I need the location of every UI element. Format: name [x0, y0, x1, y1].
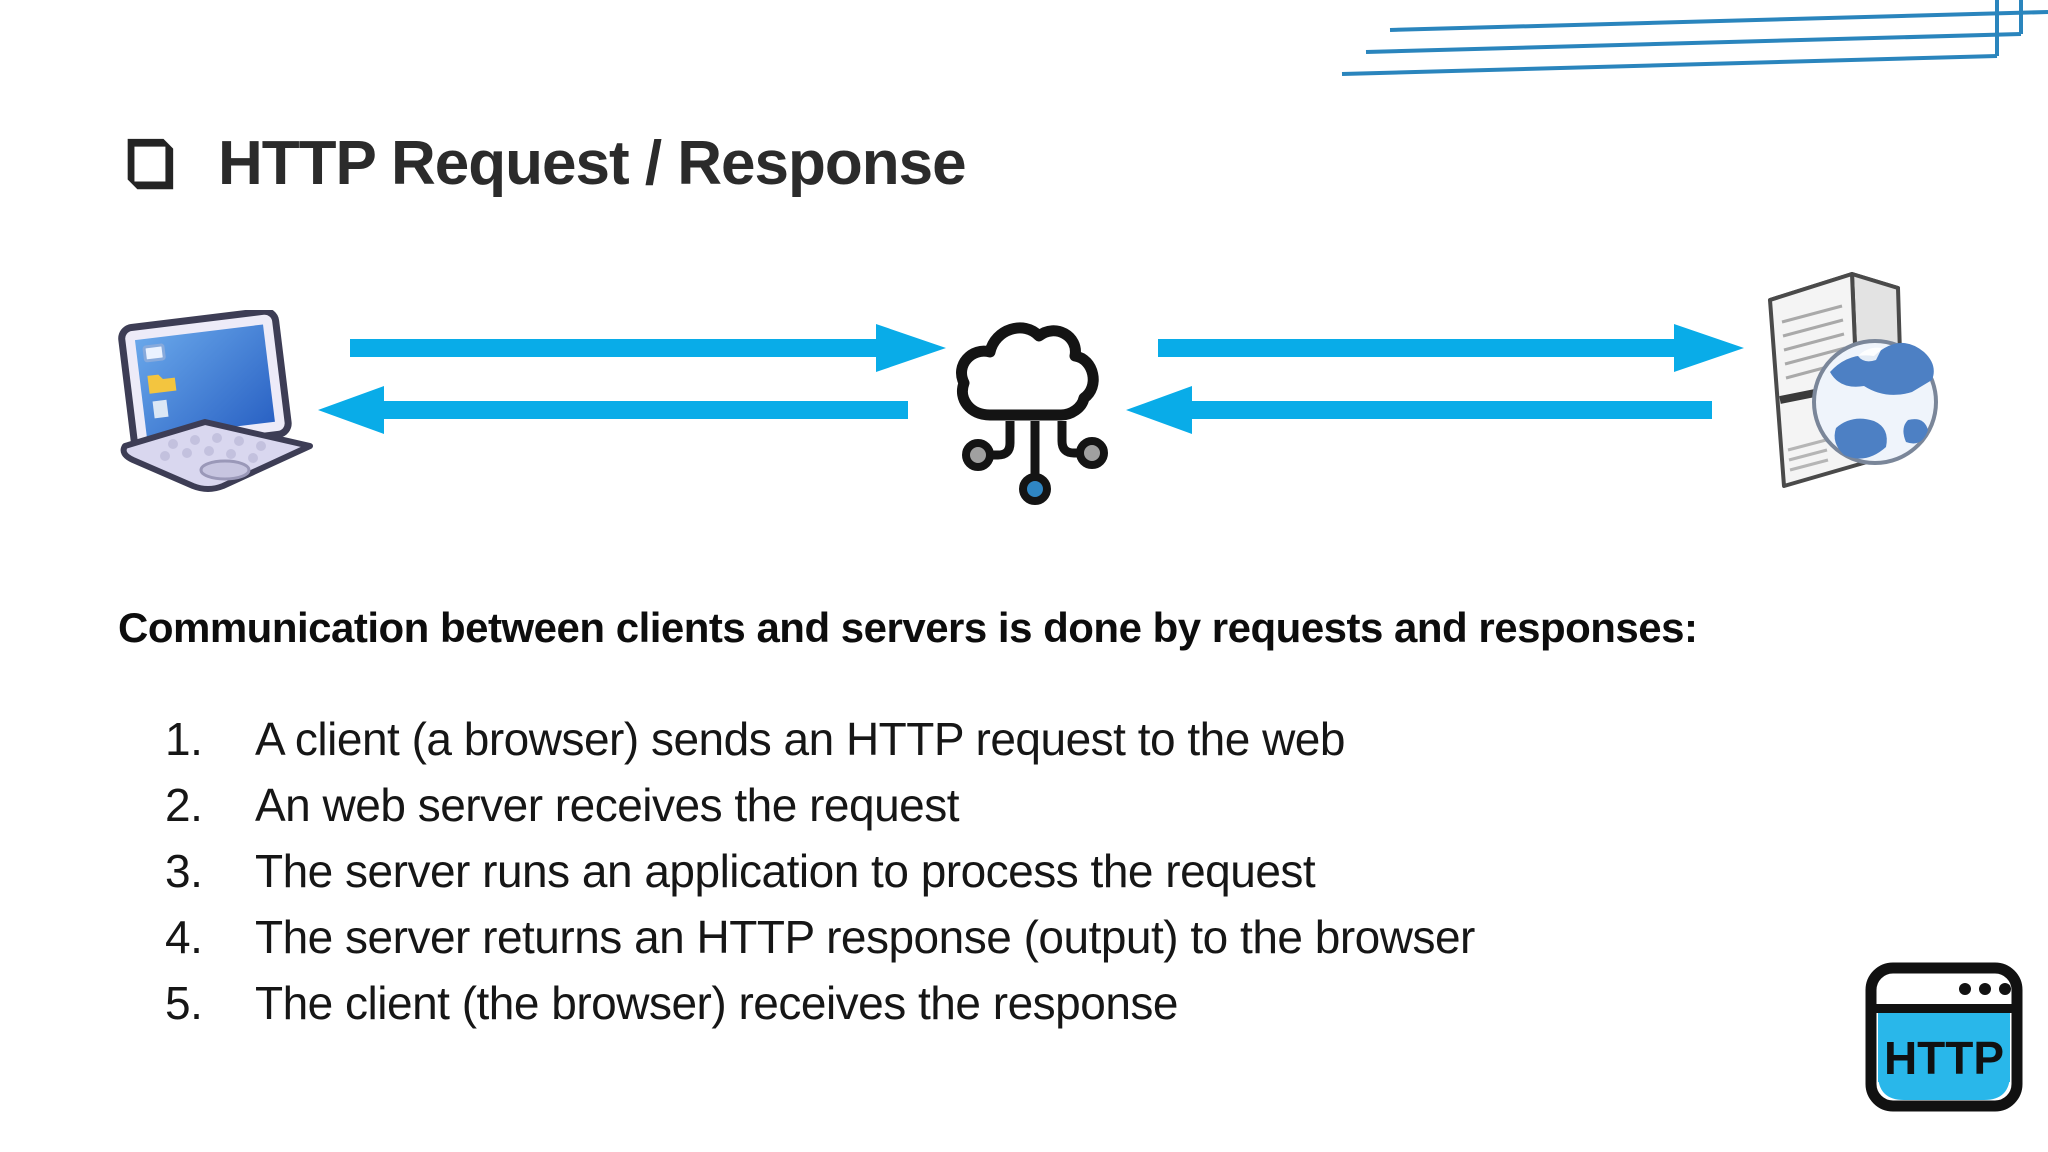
list-number: 2.: [165, 779, 203, 831]
list-text: The server runs an application to proces…: [255, 845, 1316, 897]
web-server-icon: [1768, 272, 1938, 488]
list-number: 1.: [165, 713, 203, 765]
page-title: HTTP Request / Response: [218, 129, 967, 198]
http-browser-badge: HTTP: [1865, 962, 2023, 1112]
list-text: The server returns an HTTP response (out…: [255, 911, 1475, 963]
list-text: The client (the browser) receives the re…: [255, 977, 1179, 1029]
laptop-screen: [118, 310, 292, 455]
list-item: 5. The client (the browser) receives the…: [165, 970, 1475, 1036]
cloud-right-link: [1057, 421, 1082, 458]
list-item: 1. A client (a browser) sends an HTTP re…: [165, 706, 1475, 772]
cloud-node-left: [962, 439, 994, 471]
request-arrow-client-to-cloud: [350, 324, 946, 372]
list-item: 2. An web server receives the request: [165, 772, 1475, 838]
list-item: 4. The server returns an HTTP response (…: [165, 904, 1475, 970]
desktop-recycle-bin-icon: [152, 399, 169, 419]
desktop-computer-icon: [142, 343, 166, 363]
badge-label: HTTP: [1884, 1032, 2004, 1084]
list-number: 5.: [165, 977, 203, 1029]
cloud-node-right: [1076, 437, 1108, 469]
list-text: An web server receives the request: [255, 779, 960, 831]
request-response-diagram: [0, 0, 2048, 560]
list-number: 4.: [165, 911, 203, 963]
network-cloud-icon: [956, 322, 1108, 505]
ballot-square-icon: [127, 138, 174, 189]
title-row: HTTP Request / Response: [118, 128, 967, 199]
badge-titlebar-divider: [1876, 1004, 2012, 1013]
lead-sentence: Communication between clients and server…: [118, 604, 1698, 651]
laptop-touchpad: [199, 459, 251, 481]
globe-icon: [1812, 339, 1938, 465]
desktop-folder-icon: [147, 374, 177, 394]
request-arrow-cloud-to-server: [1158, 324, 1744, 372]
corner-lines-decoration: [1341, 0, 2048, 76]
list-item: 3. The server runs an application to pro…: [165, 838, 1475, 904]
steps-list: 1. A client (a browser) sends an HTTP re…: [165, 706, 1475, 1036]
cloud-node-center: [1019, 473, 1051, 505]
laptop-base: [120, 419, 313, 492]
list-text: A client (a browser) sends an HTTP reque…: [255, 713, 1345, 765]
response-arrow-cloud-to-client: [318, 386, 908, 434]
badge-window-dots: [1959, 983, 2011, 995]
laptop-client-icon: [118, 310, 313, 492]
list-number: 3.: [165, 845, 203, 897]
response-arrow-server-to-cloud: [1126, 386, 1712, 434]
cloud-left-link: [988, 421, 1015, 460]
